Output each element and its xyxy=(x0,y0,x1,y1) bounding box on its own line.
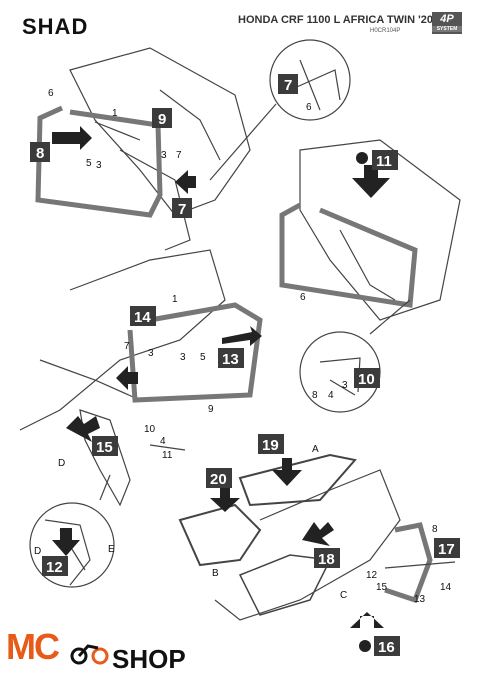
system-badge: 4P SYSTEM xyxy=(432,12,462,34)
step-box-13: 13 xyxy=(218,348,244,368)
label-6b: 6 xyxy=(306,102,312,113)
svg-text:8: 8 xyxy=(36,145,44,162)
arrow-step-8 xyxy=(52,126,92,150)
step-box-17: 17 xyxy=(434,538,460,558)
step-box-20: 20 xyxy=(206,468,232,488)
svg-text:14: 14 xyxy=(134,309,151,326)
step-box-7a: 7 xyxy=(278,74,298,94)
label-8: 8 xyxy=(312,390,318,401)
svg-text:20: 20 xyxy=(210,471,227,488)
label-6c: 6 xyxy=(300,292,306,303)
label-D2: D xyxy=(34,546,41,557)
svg-text:16: 16 xyxy=(378,639,395,656)
label-5b: 5 xyxy=(200,352,206,363)
label-3a: 3 xyxy=(96,160,102,171)
label-14: 14 xyxy=(440,582,452,593)
pannier-rail-9 xyxy=(127,302,263,403)
detail-circle-1 xyxy=(269,39,351,121)
brand-logo: SHAD xyxy=(22,14,89,39)
step-box-7b: 7 xyxy=(172,198,192,218)
arrow-step-13 xyxy=(222,326,262,346)
label-12: 12 xyxy=(366,570,378,581)
label-E: E xyxy=(108,544,115,555)
step-box-8: 8 xyxy=(30,142,50,162)
seat-b xyxy=(178,503,262,567)
arrow-step-20 xyxy=(210,488,240,512)
label-8b: 8 xyxy=(432,524,438,535)
label-4b: 4 xyxy=(160,436,166,447)
tail-cover-c xyxy=(238,554,332,616)
label-7a: 7 xyxy=(176,150,182,161)
shop-logo: SHOP xyxy=(112,644,186,674)
page-title: HONDA CRF 1100 L AFRICA TWIN '20 xyxy=(238,14,433,26)
pannier-rail-8 xyxy=(384,522,433,604)
svg-text:11: 11 xyxy=(376,153,392,170)
bracket-d xyxy=(79,409,131,507)
check-icon-2 xyxy=(359,640,371,652)
arrow-step-14b xyxy=(116,366,138,390)
label-10: 10 xyxy=(144,424,156,435)
arrow-step-18 xyxy=(302,522,334,546)
arrow-step-11 xyxy=(352,165,390,198)
frame-sketch-1 xyxy=(69,47,251,216)
label-11: 11 xyxy=(162,450,173,461)
label-13: 13 xyxy=(414,594,426,605)
pannier-rail-6b xyxy=(279,202,418,308)
label-4a: 4 xyxy=(328,390,334,401)
badge-sub: SYSTEM xyxy=(432,26,462,32)
svg-text:15: 15 xyxy=(96,439,113,456)
step-box-15: 15 xyxy=(92,436,118,456)
label-7b: 7 xyxy=(124,341,130,352)
arrow-step-16 xyxy=(350,612,384,628)
step-box-16: 16 xyxy=(374,636,400,656)
check-icon-1 xyxy=(356,152,368,164)
step-box-18: 18 xyxy=(314,548,340,568)
label-9: 9 xyxy=(208,404,214,415)
svg-text:18: 18 xyxy=(318,551,335,568)
svg-text:13: 13 xyxy=(222,351,239,368)
label-1b: 1 xyxy=(172,294,178,305)
frame-sketch-3 xyxy=(19,249,226,431)
arrow-step-12 xyxy=(52,528,80,556)
label-B: B xyxy=(212,568,219,579)
step-box-11: 11 xyxy=(372,150,398,170)
label-5a: 5 xyxy=(86,158,92,169)
svg-text:19: 19 xyxy=(262,437,279,454)
svg-text:7: 7 xyxy=(284,77,292,94)
mc-logo: MC xyxy=(6,626,60,667)
step-box-14: 14 xyxy=(130,306,156,326)
arrow-step-15 xyxy=(66,416,100,442)
label-3c: 3 xyxy=(148,348,154,359)
svg-text:7: 7 xyxy=(178,201,186,218)
svg-text:17: 17 xyxy=(438,541,455,558)
step-box-19: 19 xyxy=(258,434,284,454)
step-box-9: 9 xyxy=(152,108,172,128)
label-C: C xyxy=(340,590,347,601)
svg-text:10: 10 xyxy=(358,371,375,388)
motorcycle-icon xyxy=(70,644,109,665)
label-15: 15 xyxy=(376,582,388,593)
step-box-12: 12 xyxy=(42,556,68,576)
detail-circle-3 xyxy=(29,502,115,588)
label-A: A xyxy=(312,444,319,455)
product-code: H0CR104P xyxy=(370,28,401,34)
tail-frame xyxy=(214,469,401,621)
label-3d: 3 xyxy=(180,352,186,363)
arrow-step-7 xyxy=(175,170,196,194)
label-6a: 6 xyxy=(48,88,54,99)
arrow-step-19 xyxy=(272,458,302,486)
rear-seat-a xyxy=(238,453,357,507)
badge-main: 4P xyxy=(440,13,454,25)
label-1a: 1 xyxy=(112,108,118,119)
label-D1: D xyxy=(58,458,65,469)
svg-text:9: 9 xyxy=(158,111,166,128)
label-3b: 3 xyxy=(161,150,167,161)
step-box-10: 10 xyxy=(354,368,380,388)
svg-text:12: 12 xyxy=(46,559,63,576)
label-3e: 3 xyxy=(342,380,348,391)
